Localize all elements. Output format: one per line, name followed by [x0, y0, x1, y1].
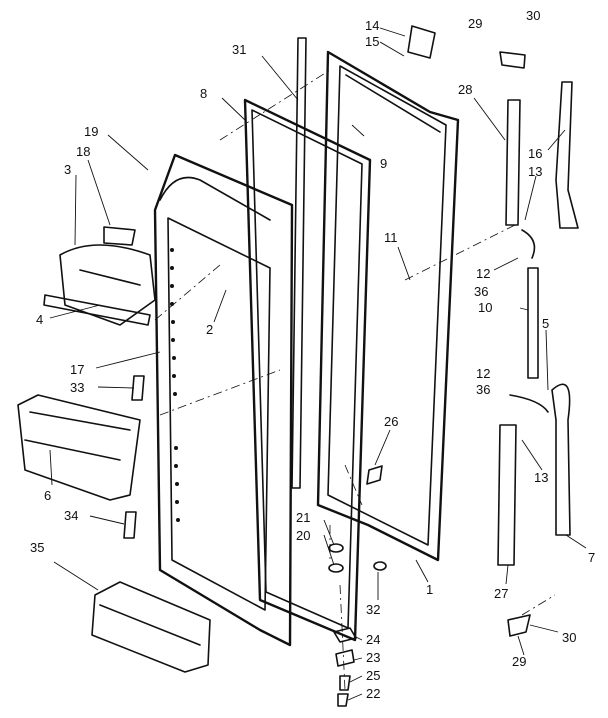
callout-13: 13 [534, 470, 548, 485]
callout-29: 29 [512, 654, 526, 669]
callout-35: 35 [30, 540, 44, 555]
callout-26: 26 [384, 414, 398, 429]
bin-supports [123, 375, 145, 539]
callout-3: 3 [64, 162, 71, 177]
callout-32: 32 [366, 602, 380, 617]
callout-21: 21 [296, 510, 310, 525]
callout-5: 5 [542, 316, 549, 331]
callout-25: 25 [366, 668, 380, 683]
door-gasket [243, 98, 372, 642]
callout-7: 7 [588, 550, 595, 565]
breaker-strip [291, 37, 307, 489]
callout-19: 19 [84, 124, 98, 139]
callout-1: 1 [426, 582, 433, 597]
callout-36: 36 [474, 284, 488, 299]
callout-12: 12 [476, 366, 490, 381]
door-bin-lower [91, 581, 211, 673]
callout-30: 30 [526, 8, 540, 23]
liner-rack-holes [170, 248, 180, 522]
callout-30: 30 [562, 630, 576, 645]
callout-27: 27 [494, 586, 508, 601]
callout-16: 16 [528, 146, 542, 161]
callout-23: 23 [366, 650, 380, 665]
callout-33: 33 [70, 380, 84, 395]
callout-13: 13 [528, 164, 542, 179]
callout-4: 4 [36, 312, 43, 327]
outer-door-panel [316, 50, 460, 562]
alignment-lines [154, 69, 556, 691]
callout-17: 17 [70, 362, 84, 377]
callout-12: 12 [476, 266, 490, 281]
callout-31: 31 [232, 42, 246, 57]
bottom-hinge-fasteners [328, 465, 387, 707]
callout-20: 20 [296, 528, 310, 543]
callout-18: 18 [76, 144, 90, 159]
callout-11: 11 [384, 230, 398, 245]
callout-22: 22 [366, 686, 380, 701]
callout-2: 2 [206, 322, 213, 337]
callout-24: 24 [366, 632, 380, 647]
callout-34: 34 [64, 508, 78, 523]
inner-door-liner [153, 153, 294, 647]
callout-15: 15 [365, 34, 379, 49]
callout-10: 10 [478, 300, 492, 315]
callout-36: 36 [476, 382, 490, 397]
dairy-compartment [43, 226, 156, 326]
callout-28: 28 [458, 82, 472, 97]
door-bin-large [17, 394, 141, 501]
callout-6: 6 [44, 488, 51, 503]
callout-14: 14 [365, 18, 379, 33]
callout-labels: 14 15 29 30 31 8 28 9 19 18 3 16 13 11 1… [30, 8, 595, 701]
callout-8: 8 [200, 86, 207, 101]
callout-29: 29 [468, 16, 482, 31]
callout-9: 9 [380, 156, 387, 171]
callout-leaders [49, 27, 587, 701]
hinge-hardware [407, 25, 579, 637]
